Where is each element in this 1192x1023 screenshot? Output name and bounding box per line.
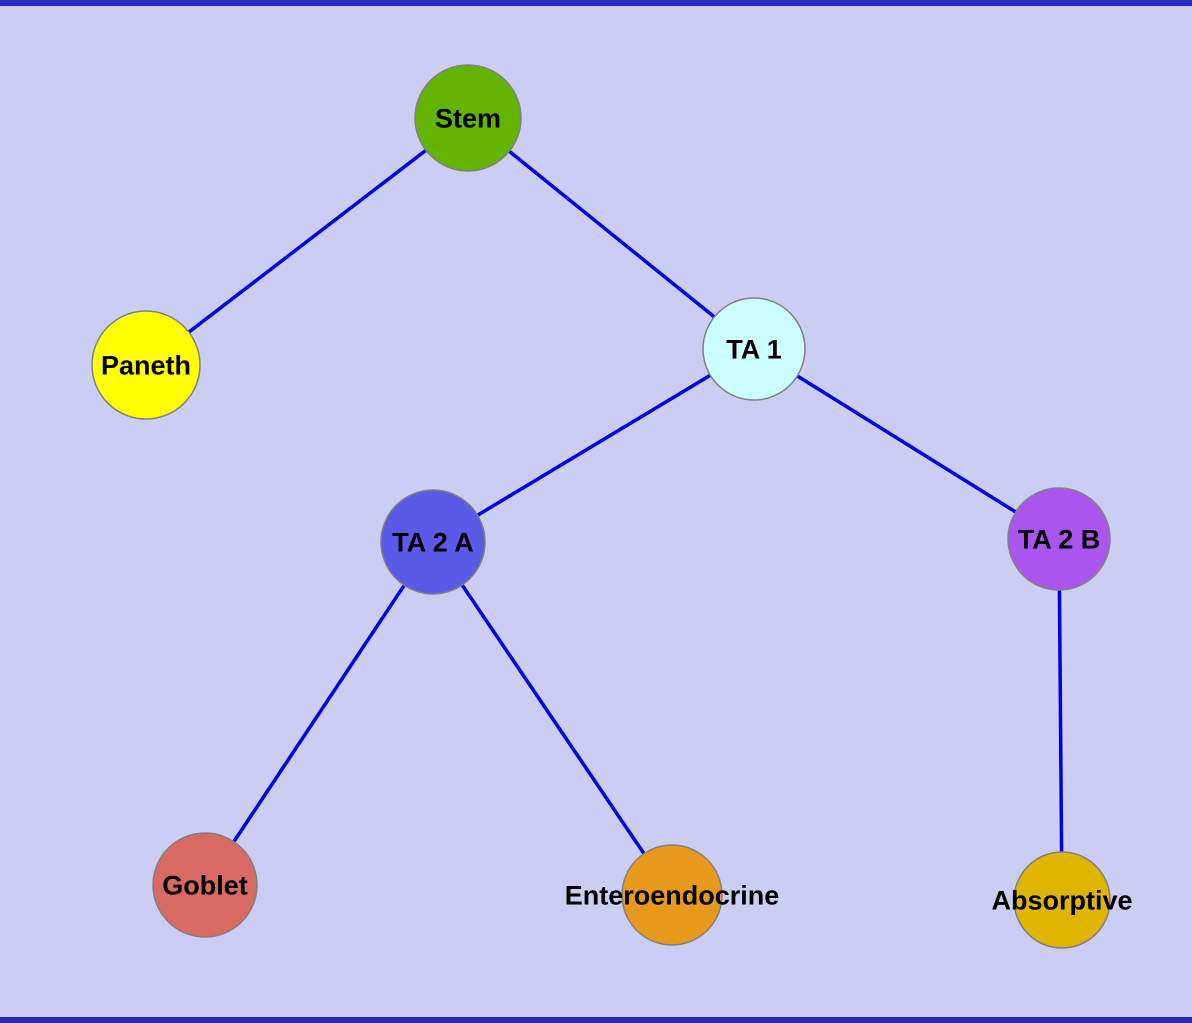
node-ta2a[interactable]: TA 2 A: [380, 489, 486, 595]
node-circle-goblet[interactable]: [152, 832, 258, 938]
node-circle-paneth[interactable]: [91, 310, 201, 420]
node-circle-ta1[interactable]: [702, 297, 806, 401]
node-paneth[interactable]: Paneth: [91, 310, 201, 420]
edge-ta2a-goblet: [203, 541, 435, 886]
node-circle-ta2b[interactable]: [1007, 487, 1111, 591]
node-stem[interactable]: Stem: [414, 64, 522, 172]
edges-layer: [144, 116, 1064, 901]
node-ta1[interactable]: TA 1: [702, 297, 806, 401]
edge-ta2a-enteroendocrine: [431, 541, 674, 896]
node-goblet[interactable]: Goblet: [152, 832, 258, 938]
node-circle-absorptive[interactable]: [1013, 851, 1111, 949]
edge-ta1-ta2a: [432, 347, 755, 544]
frame-top-line: [0, 0, 1192, 6]
edge-stem-paneth: [144, 116, 470, 367]
edge-stem-ta1: [466, 116, 756, 351]
edge-ta1-ta2b: [753, 347, 1060, 541]
node-circle-enteroendocrine[interactable]: [621, 844, 723, 946]
node-ta2b[interactable]: TA 2 B: [1007, 487, 1111, 591]
node-circle-stem[interactable]: [414, 64, 522, 172]
node-circle-ta2a[interactable]: [380, 489, 486, 595]
frame-bottom-line: [0, 1017, 1192, 1023]
edge-ta2b-absorptive: [1057, 538, 1064, 901]
